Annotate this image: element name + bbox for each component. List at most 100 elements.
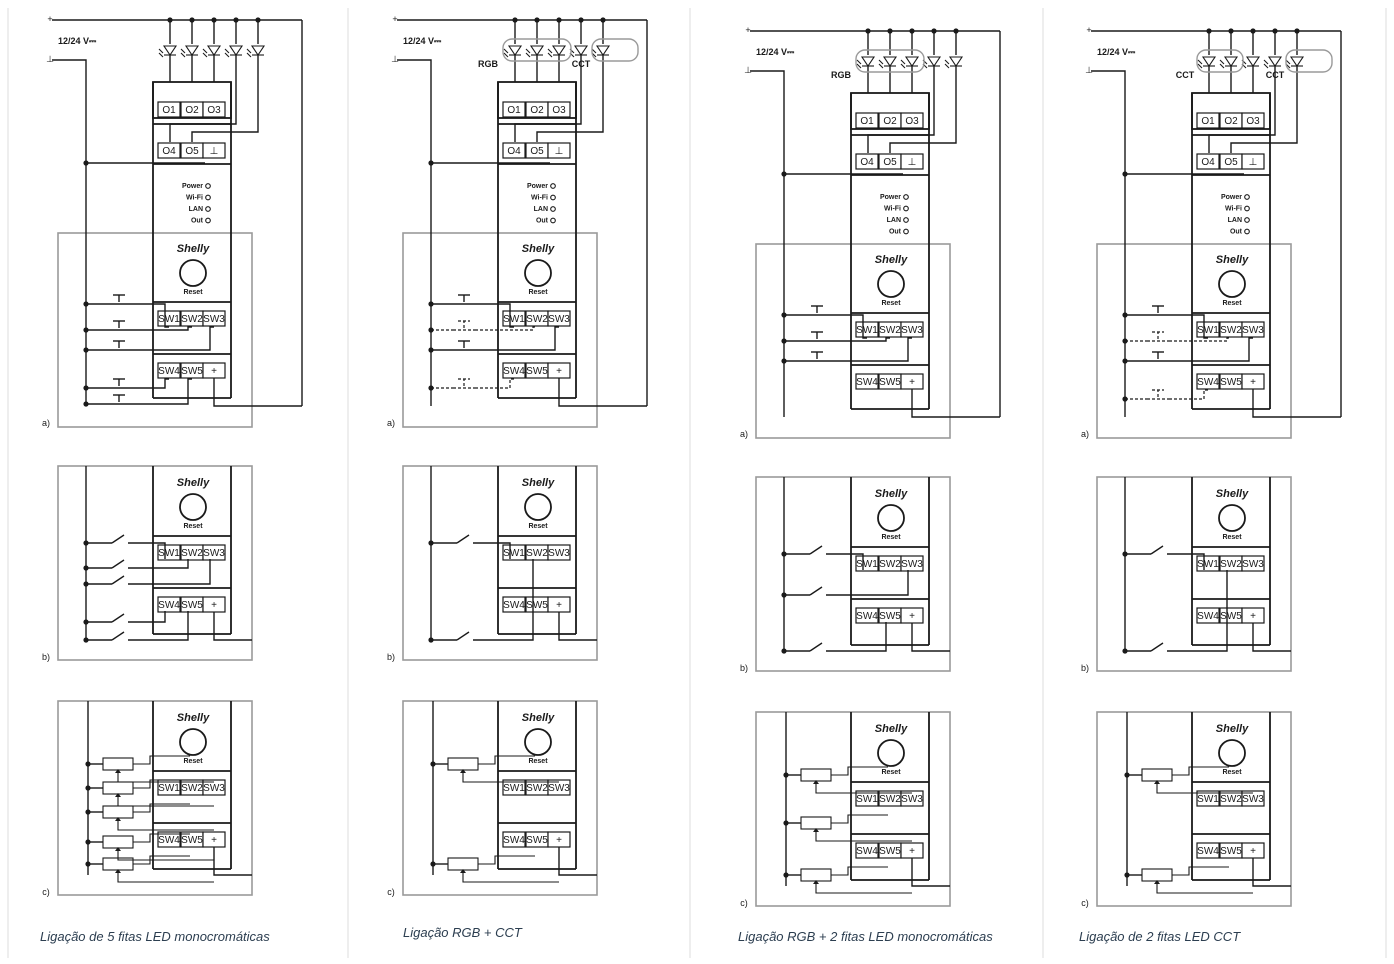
status-led-icon: [205, 217, 211, 224]
reset-button-icon: [179, 728, 207, 756]
led-diode-icon: [1223, 56, 1239, 67]
inputs_top-terminal-label: SW2: [879, 794, 901, 805]
inputs_top-terminal-2: [1241, 790, 1265, 807]
cct-group-label-2: CCT: [1266, 70, 1285, 80]
supply-voltage-label: 12/24 V⎓: [756, 47, 795, 57]
led-diode-icon: [162, 45, 178, 56]
led-ray: [224, 52, 230, 58]
wire-plus-c: [1252, 858, 1291, 887]
supply-minus-label: ⊥: [1085, 65, 1093, 75]
inputs_top-terminal-0: [855, 555, 879, 572]
inputs_top-terminal-0: [855, 790, 879, 807]
inputs_top-terminal-0: [1196, 790, 1220, 807]
pot-to-input: [133, 833, 190, 843]
potentiometer-icon: [1141, 868, 1173, 882]
switch-to-input: [130, 378, 192, 405]
led-ray: [1219, 59, 1225, 65]
pot-wiper-wire: [1156, 789, 1253, 794]
inputs_top-terminal-label: SW3: [1242, 559, 1264, 570]
inputs_bottom-terminal-0: [1196, 373, 1220, 390]
potentiometer-arrow-icon: [1154, 780, 1160, 784]
outputs_top-terminal-label: O1: [1201, 116, 1215, 127]
led-ray: [856, 63, 862, 69]
switch-to-input-b: [826, 553, 864, 570]
inputs_top-terminal-0: [502, 544, 526, 561]
toggle-switch-icon: [809, 545, 823, 555]
pot-to-input: [133, 755, 190, 765]
potentiometer-arrow-icon: [115, 793, 121, 797]
inputs_top-terminal-label: SW1: [856, 325, 878, 336]
inputs_top-terminal-2: [202, 310, 226, 327]
toggle-switch-icon: [1150, 642, 1164, 652]
outputs_top-terminal-label: O1: [162, 105, 176, 116]
inputs_top-terminal-2: [900, 555, 924, 572]
outputs_top-terminal-0: [855, 112, 879, 129]
led-ray: [503, 52, 509, 58]
status-led-icon: [205, 206, 211, 212]
status-led-icon: [205, 194, 211, 201]
status-led-icon: [1244, 194, 1250, 200]
potentiometer-icon: [102, 757, 134, 771]
outputs_top-terminal-0: [502, 101, 526, 118]
wire-o5: [1230, 66, 1298, 153]
led-ray: [1263, 63, 1269, 69]
cct-group-label-1: CCT: [1176, 70, 1195, 80]
led-ray: [158, 48, 164, 54]
sub-label-b: b): [42, 652, 50, 662]
toggle-switch-icon: [111, 631, 125, 641]
panel-caption: Ligação RGB + CCT: [403, 925, 523, 940]
toggle-switch-icon: [809, 642, 823, 652]
outputs_top-terminal-label: O3: [552, 105, 566, 116]
shelly-logo-text: Shelly: [177, 243, 210, 255]
led-diode-icon: [1245, 56, 1261, 67]
wire-plus-input: [911, 389, 1000, 418]
inputs_bottom-terminal-label: SW4: [856, 846, 878, 857]
pot-to-input: [1172, 866, 1229, 876]
inputs_bottom-terminal-label: +: [909, 846, 915, 857]
pot-wiper-wire: [117, 856, 214, 861]
inputs_bottom-terminal-0: [855, 373, 879, 390]
potentiometer-icon: [102, 805, 134, 819]
status-led-icon: [550, 183, 556, 189]
outputs_top-terminal-0: [157, 101, 181, 118]
sub-label-c: c): [42, 887, 50, 897]
inputs_top-terminal-label: SW2: [181, 783, 203, 794]
led-diode-icon: [573, 45, 589, 56]
led-diode-icon: [529, 45, 545, 56]
inputs_bottom-terminal-label: SW4: [1197, 611, 1219, 622]
pot-wiper-wire: [815, 837, 912, 842]
led-diode-icon: [860, 56, 876, 67]
reset-label: Reset: [528, 289, 548, 296]
led-diode-icon: [206, 45, 222, 56]
sub-label-a: a): [740, 429, 748, 439]
status-led-label: Out: [1230, 229, 1243, 236]
wire-plus-b: [1252, 623, 1291, 652]
reset-label: Reset: [881, 300, 901, 307]
supply-plus-label: +: [1086, 25, 1091, 35]
shelly-logo-text: Shelly: [875, 488, 908, 500]
inputs_top-terminal-label: SW1: [1197, 794, 1219, 805]
outputs_mid-terminal-label: ⊥: [555, 146, 564, 157]
toggle-switch-icon: [111, 575, 125, 585]
inputs_top-terminal-2: [900, 790, 924, 807]
supply-voltage-label: 12/24 V⎓: [403, 36, 442, 46]
switch-to-input: [1169, 337, 1231, 342]
inputs_bottom-terminal-label: SW5: [879, 846, 901, 857]
outputs_mid-terminal-label: O4: [507, 146, 521, 157]
potentiometer-icon: [800, 868, 832, 882]
status-led-label: Power: [1221, 194, 1242, 201]
inputs_top-terminal-label: SW2: [879, 559, 901, 570]
status-led-icon: [550, 217, 556, 224]
status-led-icon: [1244, 205, 1250, 212]
outputs_mid-terminal-label: O5: [883, 157, 897, 168]
reset-label: Reset: [183, 523, 203, 530]
wire-plus-c: [213, 847, 252, 876]
outputs_mid-terminal-0: [855, 153, 879, 170]
switch-to-input: [130, 326, 214, 351]
pot-to-input: [133, 855, 190, 865]
rgb-group-outline: [502, 38, 572, 62]
switch-to-input: [130, 303, 169, 328]
inputs_top-terminal-label: SW1: [503, 548, 525, 559]
switch-to-input-b: [473, 559, 534, 641]
switch-to-input-b: [128, 559, 211, 585]
